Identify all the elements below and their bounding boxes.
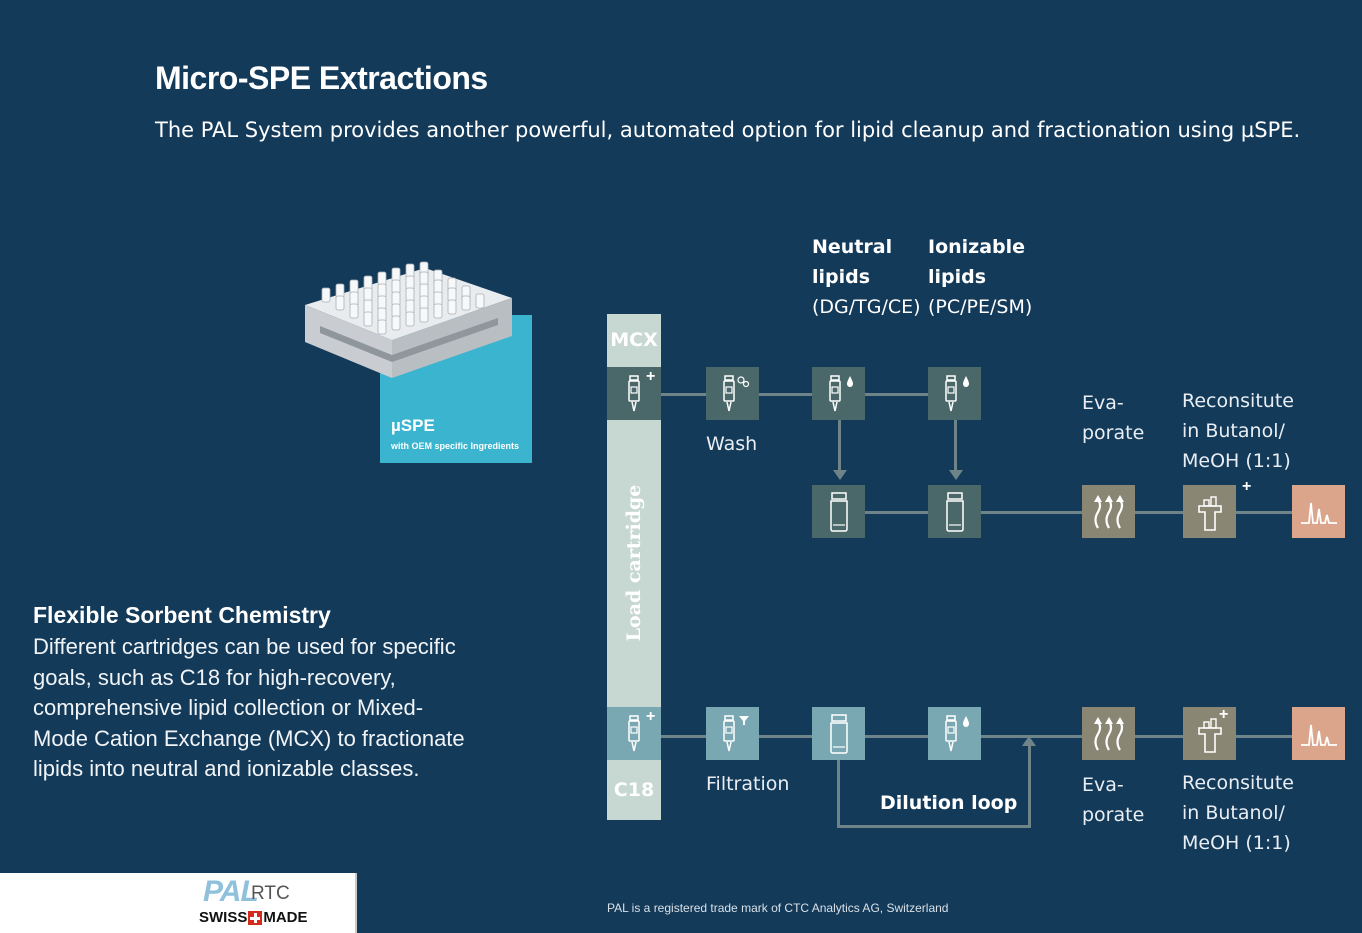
page-title: Micro-SPE Extractions <box>155 60 488 96</box>
chromatogram-icon <box>1300 502 1337 524</box>
filtration-cartridge-box <box>706 707 759 760</box>
ionizable-line2: lipids <box>928 266 987 288</box>
c18-analysis-box <box>1292 707 1345 760</box>
c18-recon-line2: in Butanol/ <box>1182 802 1285 824</box>
page-subtitle: The PAL System provides another powerful… <box>155 118 1301 142</box>
product-image: µSPE with OEM specific Ingredients <box>300 260 535 465</box>
c18-evaporate-box <box>1082 707 1135 760</box>
neutral-drop-line <box>838 420 841 472</box>
sorbent-description: Different cartridges can be used for spe… <box>33 634 465 781</box>
drop-cartridge-icon <box>944 374 969 411</box>
pal-rtc-logo: PAL RTC SWISS MADE <box>0 873 357 933</box>
dilution-arrow-head <box>1022 736 1036 746</box>
chromatogram-icon <box>1300 724 1337 746</box>
vial-flow-line <box>838 511 1308 514</box>
logo-made: MADE <box>263 909 308 926</box>
ionizable-arrow-head <box>949 470 963 480</box>
neutral-line3: (DG/TG/CE) <box>812 296 921 318</box>
mcx-recon-line3: MeOH (1:1) <box>1182 450 1291 472</box>
dilution-loop-label: Dilution loop <box>880 792 1018 814</box>
mcx-recon-line2: in Butanol/ <box>1182 420 1285 442</box>
drop-cartridge-icon <box>828 374 853 411</box>
vial-icon <box>829 491 848 532</box>
mcx-recon-line1: Reconsitute <box>1182 390 1294 412</box>
c18-reconstitute-box <box>1183 707 1236 760</box>
mcx-cartridge-box <box>607 367 661 420</box>
mcx-reconstitute-box <box>1183 485 1236 538</box>
cartridge-icon <box>628 714 640 751</box>
dilution-vial-box <box>812 707 865 760</box>
mcx-reconstitute-plus: + <box>1242 478 1252 495</box>
mcx-analysis-box <box>1292 485 1345 538</box>
reconstitute-icon <box>1197 717 1222 753</box>
c18-evap-line2: porate <box>1082 804 1145 826</box>
filtration-label: Filtration <box>706 773 790 795</box>
ionizable-line3: (PC/PE/SM) <box>928 296 1033 318</box>
wash-cartridge-icon <box>722 374 749 411</box>
vial-icon <box>945 491 964 532</box>
dilution-loop-left <box>837 760 840 828</box>
logo-model: RTC <box>251 883 290 904</box>
mcx-plus: + <box>646 368 656 385</box>
c18-flow-line <box>661 735 1311 738</box>
c18-reconstitute-label: Reconsitute in Butanol/ MeOH (1:1) <box>1182 768 1294 858</box>
wash-cartridge-box <box>706 367 759 420</box>
neutral-arrow-head <box>833 470 847 480</box>
mcx-evap-line2: porate <box>1082 422 1145 444</box>
logo-swiss-made: SWISS MADE <box>199 909 308 926</box>
neutral-line1: Neutral <box>812 236 893 258</box>
cartridge-icon <box>628 374 640 411</box>
product-tagline: with OEM specific Ingredients <box>391 441 520 451</box>
ionizable-drop-line <box>954 420 957 472</box>
drop-cartridge-icon <box>944 714 969 751</box>
ionizable-line1: Ionizable <box>928 236 1026 258</box>
mcx-label: MCX <box>610 329 658 351</box>
mcx-evaporate-box <box>1082 485 1135 538</box>
trademark-footer: PAL is a registered trade mark of CTC An… <box>607 901 949 915</box>
mcx-evaporate-label: Eva- porate <box>1082 388 1144 448</box>
reconstitute-icon <box>1197 495 1222 531</box>
evaporate-icon <box>1093 494 1124 529</box>
mcx-evap-line1: Eva- <box>1082 392 1124 414</box>
load-cartridge-label: Load cartridge <box>623 484 645 642</box>
ionizable-lipids-header: Ionizable lipids (PC/PE/SM) <box>928 232 1032 322</box>
product-name: µSPE <box>391 416 435 435</box>
filtration-cartridge-icon <box>722 714 749 751</box>
load-cartridge-bar: Load cartridge <box>607 420 661 707</box>
c18-drop-cartridge-box <box>928 707 981 760</box>
ionizable-vial-box <box>928 485 981 538</box>
c18-recon-line3: MeOH (1:1) <box>1182 832 1291 854</box>
neutral-line2: lipids <box>812 266 871 288</box>
ionizable-cartridge-box <box>928 367 981 420</box>
c18-recon-line1: Reconsitute <box>1182 772 1294 794</box>
c18-label: C18 <box>613 779 655 801</box>
c18-cartridge-box <box>607 707 661 760</box>
mcx-flow-line <box>661 393 951 396</box>
logo-swiss: SWISS <box>199 909 248 926</box>
sorbent-heading: Flexible Sorbent Chemistry <box>33 602 331 628</box>
logo-brand: PAL <box>203 875 259 908</box>
evaporate-icon <box>1093 716 1124 751</box>
c18-evaporate-label: Eva- porate <box>1082 770 1144 830</box>
c18-footer: C18 <box>607 760 661 820</box>
mcx-header: MCX <box>607 314 661 367</box>
dilution-loop-bottom <box>837 825 1031 828</box>
wash-label: Wash <box>706 433 758 455</box>
c18-reconstitute-plus: + <box>1219 706 1229 723</box>
c18-plus: + <box>646 708 656 725</box>
c18-evap-line1: Eva- <box>1082 774 1124 796</box>
neutral-cartridge-box <box>812 367 865 420</box>
mcx-reconstitute-label: Reconsitute in Butanol/ MeOH (1:1) <box>1182 386 1294 476</box>
neutral-vial-box <box>812 485 865 538</box>
swiss-cross-icon <box>248 910 263 925</box>
cartridge-plate-icon <box>305 261 512 378</box>
neutral-lipids-header: Neutral lipids (DG/TG/CE) <box>812 232 921 322</box>
dilution-loop-right <box>1028 746 1031 828</box>
vial-icon <box>829 713 848 754</box>
